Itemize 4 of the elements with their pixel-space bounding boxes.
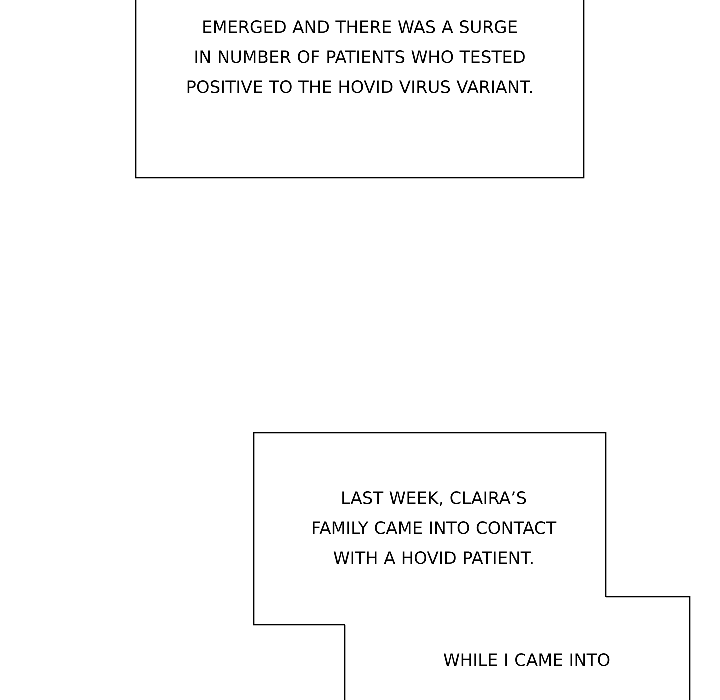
node-label: WHILE I CAME INTO [444,654,610,666]
caption-box: EMERGED AND THERE WAS A SURGE IN NUMBER OF PATIENTS WHO TESTED POSITIVE TO THE HOVID VIRUS VARIANT. [135,0,585,179]
caption-box: LAST WEEK, CLAIRA’S FAMILY CAME INTO CONTACT WITH A HOVID PATIENT. [253,432,607,626]
caption-box: WHILE I CAME INTO [344,596,691,700]
